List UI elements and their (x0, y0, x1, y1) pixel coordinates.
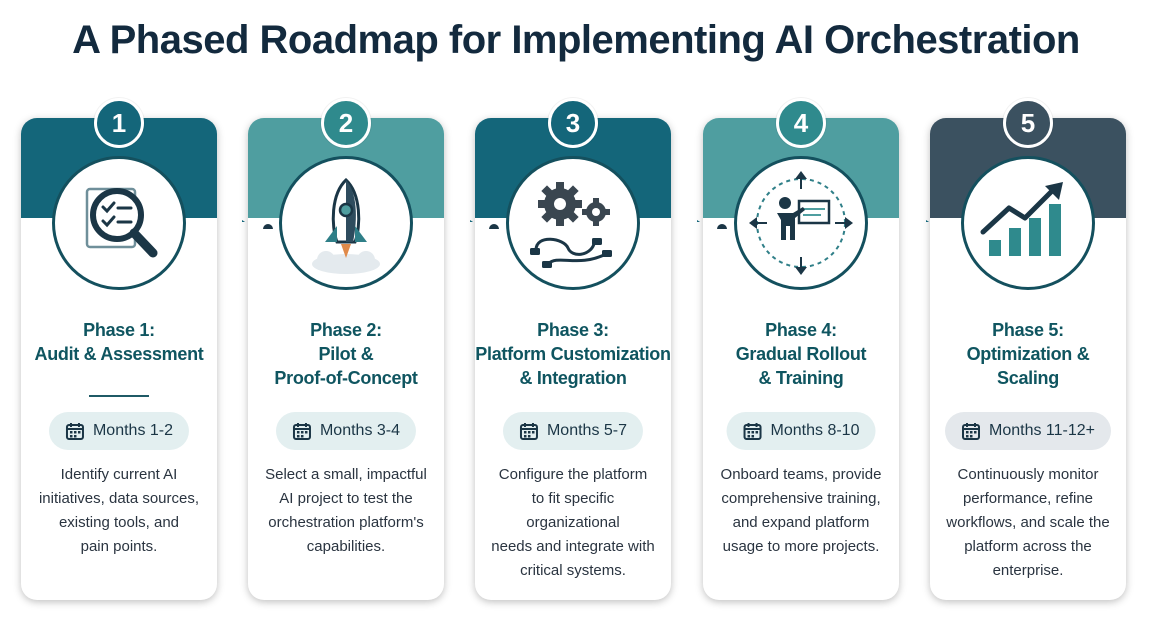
duration-pill: Months 11-12+ (945, 412, 1111, 450)
phase-number-badge: 3 (548, 98, 598, 148)
rocket-icon (279, 156, 413, 290)
phase-number-badge: 5 (1003, 98, 1053, 148)
phase-card-5: 5 Phase 5: Optimization & Scaling Months… (930, 98, 1126, 600)
magnifier-checklist-icon (52, 156, 186, 290)
phase-title: Phase 5: Optimization & Scaling (966, 320, 1090, 388)
phase-description: Continuously monitor performance, refine… (946, 466, 1110, 579)
connector-dot (263, 224, 273, 229)
phase-title: Phase 3: Platform Customization & Integr… (475, 320, 671, 388)
phase-card-4: 4 Phase 4: Gradual Rollout & Training Mo… (703, 98, 899, 600)
phase-description: Select a small, impactful AI project to … (265, 466, 427, 555)
calendar-icon (292, 423, 311, 440)
phase-title: Phase 2: Pilot & Proof-of-Concept (274, 320, 418, 388)
duration-pill: Months 5-7 (502, 412, 644, 450)
phase-number-badge: 1 (94, 98, 144, 148)
phase-card-2: 2 Phase 2: Pilot & Proof-of-Concept Mont… (248, 98, 444, 600)
duration-label: Months 3-4 (319, 422, 401, 439)
page-title: A Phased Roadmap for Implementing AI Orc… (72, 18, 1080, 62)
duration-label: Months 8-10 (770, 422, 860, 439)
calendar-icon (962, 423, 980, 440)
calendar-icon (65, 423, 84, 440)
calendar-icon (519, 423, 538, 440)
duration-pill: Months 8-10 (726, 412, 876, 450)
connector-dot (489, 224, 499, 229)
phase-description: Identify current AI initiatives, data so… (38, 466, 200, 555)
connector-arrow-2-3 (470, 220, 474, 222)
connector-arrow-1-2 (242, 220, 246, 222)
phase-title: Phase 1: Audit & Assessment (34, 320, 204, 364)
phase-description: Onboard teams, provide comprehensive tra… (720, 466, 882, 555)
duration-pill: Months 1-2 (48, 412, 190, 450)
presenter-expand-icon (734, 156, 868, 290)
calendar-icon (743, 423, 762, 440)
divider (89, 395, 149, 397)
phase-number-badge: 4 (776, 98, 826, 148)
duration-label: Months 1-2 (92, 422, 174, 439)
connector-arrow-3-4 (697, 220, 701, 222)
growth-chart-icon (961, 156, 1095, 290)
phase-number-badge: 2 (321, 98, 371, 148)
connector-dot (717, 224, 727, 229)
duration-label: Months 5-7 (546, 422, 628, 439)
phase-card-3: 3 P (475, 98, 671, 600)
gears-cables-icon (506, 156, 640, 290)
phase-title: Phase 4: Gradual Rollout & Training (735, 320, 867, 388)
duration-pill: Months 3-4 (275, 412, 417, 450)
phase-description: Configure the platform to fit specific o… (491, 466, 655, 579)
duration-label: Months 11-12+ (989, 422, 1095, 439)
phase-card-1: 1 Phase 1: Audit & Assessment Months 1-2… (21, 98, 217, 600)
connector-arrow-4-5 (926, 220, 930, 222)
